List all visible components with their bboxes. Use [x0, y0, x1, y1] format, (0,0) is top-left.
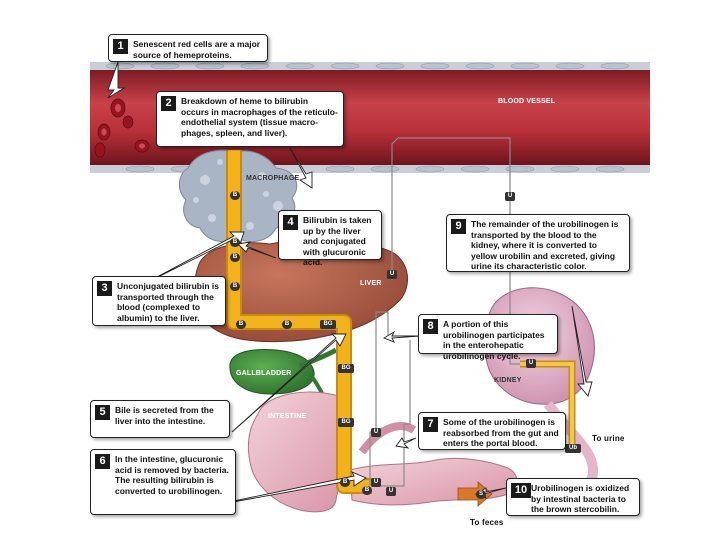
label-macrophage: MACROPHAGE — [246, 175, 300, 182]
callout-6: 6 In the intestine, glucuronic acid is r… — [90, 449, 236, 515]
stercobilin-arrow — [457, 481, 493, 507]
marker-bilirubin-glucuronide: BG — [338, 418, 354, 427]
marker-urobilinogen: U — [526, 359, 536, 368]
callout-text: A portion of this urobilinogen participa… — [443, 319, 545, 361]
callout-number: 8 — [423, 319, 438, 334]
label-intestine: INTESTINE — [268, 413, 307, 420]
marker-bilirubin-glucuronide: BG — [320, 320, 336, 329]
callout-number: 6 — [95, 454, 110, 469]
bilirubin-pathway — [226, 150, 372, 494]
marker-bilirubin: B — [230, 282, 240, 291]
marker-urobilinogen: U — [371, 428, 381, 437]
callout-9: 9 The remainder of the urobilinogen is t… — [446, 214, 630, 272]
callout-text: The remainder of the urobilinogen is tra… — [471, 219, 619, 271]
callout-number: 10 — [511, 483, 531, 498]
callout-text: Unconjugated bilirubin is transported th… — [117, 281, 219, 323]
callout-pointers — [107, 61, 593, 509]
callout-number: 3 — [97, 281, 112, 296]
callout-text: Breakdown of heme to bilirubin occurs in… — [181, 96, 338, 138]
callout-10: 10 Urobilinogen is oxidized by intestina… — [506, 478, 640, 516]
marker-urobilinogen: U — [387, 270, 397, 279]
label-blood-vessel: BLOOD VESSEL — [498, 98, 556, 105]
callout-number: 4 — [283, 215, 298, 230]
callout-number: 1 — [113, 39, 128, 54]
marker-bilirubin: B — [230, 238, 240, 247]
marker-bilirubin: B — [282, 320, 292, 329]
marker-urobilinogen: U — [505, 192, 515, 201]
callout-text: In the intestine, glucuronic acid is rem… — [115, 454, 229, 496]
callout-number: 9 — [451, 219, 466, 234]
callout-2: 2 Breakdown of heme to bilirubin occurs … — [156, 91, 344, 147]
marker-bilirubin: B — [236, 320, 246, 329]
callout-1: 1 Senescent red cells are a major source… — [108, 34, 268, 62]
label-kidney: KIDNEY — [494, 377, 522, 384]
urobilinogen-pathways — [369, 137, 520, 487]
callout-text: Bilirubin is taken up by the liver and c… — [303, 215, 372, 267]
marker-bilirubin: B — [362, 486, 372, 495]
marker-stercobilin: S — [476, 490, 486, 499]
callout-3: 3 Unconjugated bilirubin is transported … — [92, 276, 226, 326]
callout-number: 7 — [423, 417, 438, 432]
label-to-urine: To urine — [592, 434, 625, 443]
marker-urobilin: Ub — [565, 444, 581, 453]
label-to-feces: To feces — [470, 518, 504, 527]
callout-8: 8 A portion of this urobilinogen partici… — [418, 314, 558, 361]
marker-bilirubin: B — [230, 191, 240, 200]
marker-bilirubin: B — [230, 253, 240, 262]
callout-4: 4 Bilirubin is taken up by the liver and… — [278, 210, 382, 267]
callout-text: Senescent red cells are a major source o… — [133, 39, 261, 60]
callout-text: Bile is secreted from the liver into the… — [115, 405, 214, 426]
label-liver: LIVER — [360, 280, 382, 287]
marker-bilirubin-glucuronide: BG — [338, 364, 354, 373]
callout-number: 5 — [95, 405, 110, 420]
callout-7: 7 Some of the urobilinogen is reabsorbed… — [418, 412, 566, 450]
callout-5: 5 Bile is secreted from the liver into t… — [90, 400, 230, 438]
marker-urobilinogen: U — [371, 478, 381, 487]
callout-text: Urobilinogen is oxidized by intestinal b… — [531, 483, 630, 514]
gallbladder-organ — [229, 349, 315, 395]
label-gallbladder: GALLBLADDER — [236, 370, 292, 377]
callout-number: 2 — [161, 96, 176, 111]
callout-text: Some of the urobilinogen is reabsorbed f… — [443, 417, 559, 448]
marker-bilirubin: B — [340, 478, 350, 487]
marker-urobilinogen: U — [386, 487, 396, 496]
